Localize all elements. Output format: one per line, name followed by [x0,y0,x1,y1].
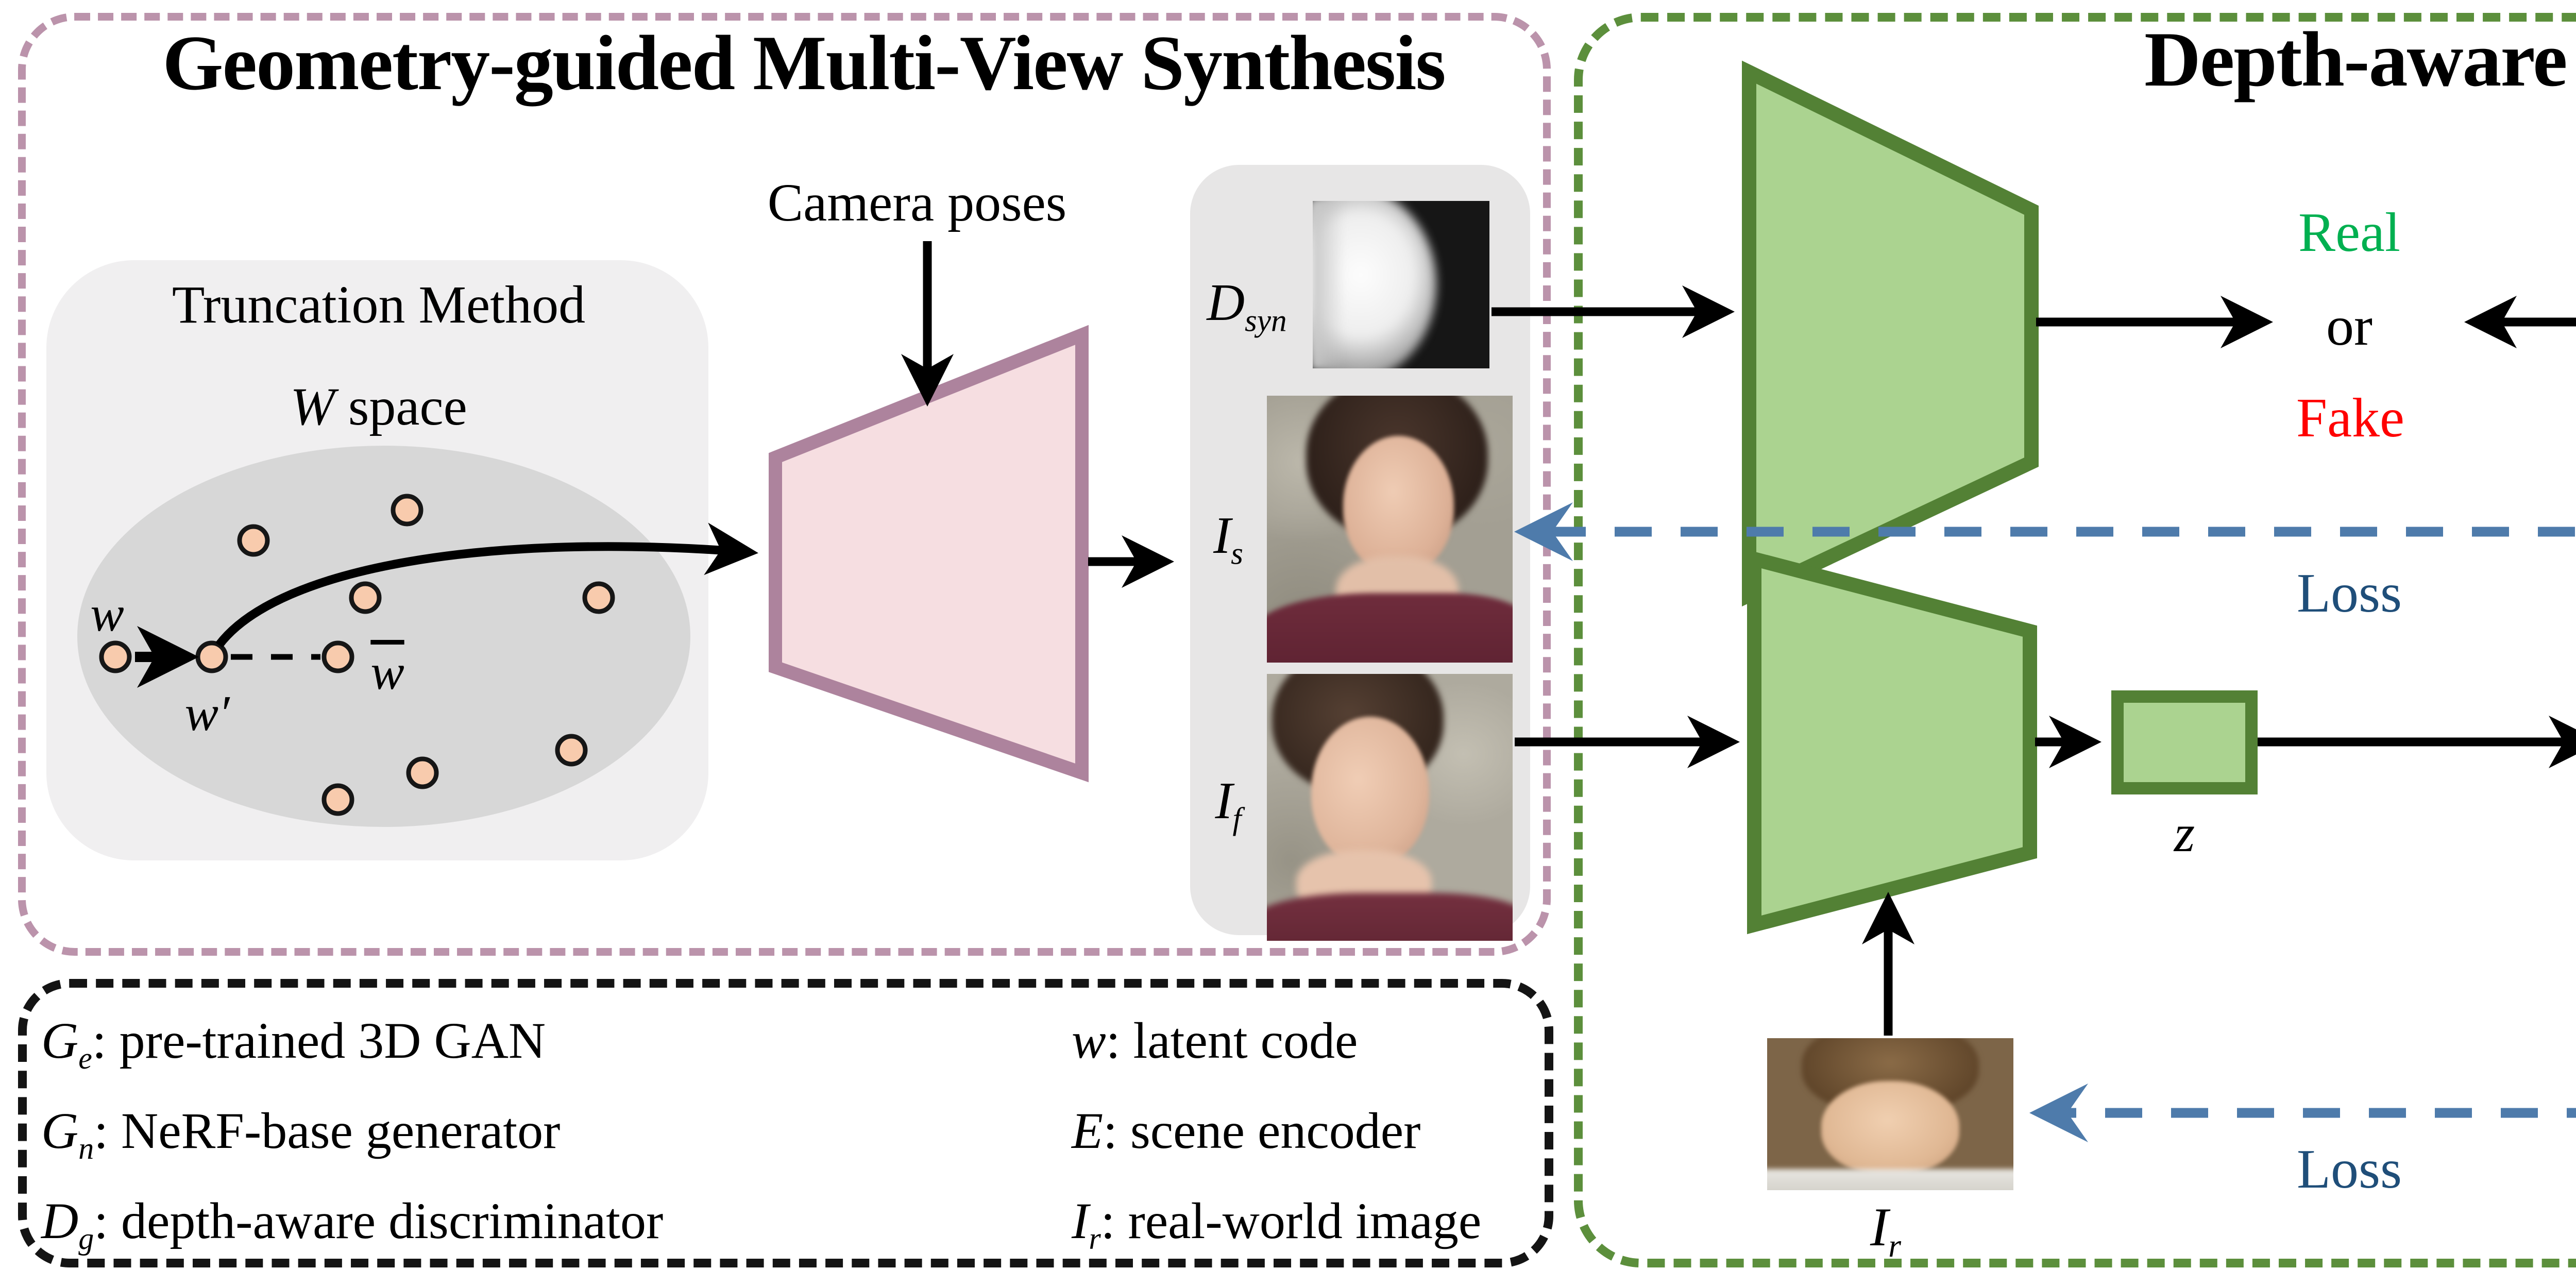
discriminator-left-label: Dg [1852,289,1917,366]
camera-poses-label: Camera poses [767,173,1067,232]
legend-panel [18,979,1553,1267]
i-s-label: Is [1213,506,1243,571]
right-panel-title: Depth-aware Training [2144,16,2576,103]
left-panel-title: Geometry-guided Multi-View Synthesis [162,20,1446,106]
i-f-photo [1267,674,1513,941]
w-space-ellipse [77,446,690,827]
z-label: z [2174,804,2195,863]
legend-item-w: w: latent code [1072,1012,1358,1069]
legend-item-e: E: scene encoder [1072,1102,1421,1159]
d-syn-label: Dsyn [1207,274,1287,339]
fake-label: Fake [2296,387,2404,449]
w-space-symbol: W [290,377,335,436]
legend-item-gn: Gn: NeRF-base generator [41,1102,561,1165]
multi-view-synthesis-panel [18,13,1551,956]
i-s-photo [1267,396,1513,663]
w-space-label: W space [290,380,467,434]
truncation-method-label: Truncation Method [172,275,586,334]
d-syn-depth-image [1313,201,1489,368]
w-label: w [90,586,124,642]
legend-item-dg: Dg: depth-aware discriminator [41,1192,664,1256]
i-r-label: Ir [1870,1197,1902,1264]
loss-bottom-label: Loss [2296,1139,2402,1200]
i-r-photo [1767,1038,2013,1190]
legend-item-ge: Ge: pre-trained 3D GAN [41,1012,546,1075]
or-label: or [2326,296,2372,357]
encoder-label: E [1868,703,1906,772]
w-bar-label: w [370,645,404,700]
depth-aware-training-panel [1574,13,2576,1267]
legend-item-ir: Ir: real-world image [1072,1192,1482,1256]
i-f-label: If [1215,772,1242,837]
w-space-text: space [334,377,467,436]
w-prime-label: w′ [184,686,230,741]
loss-top-label: Loss [2296,563,2402,624]
real-label: Real [2298,202,2400,263]
generator-ge-label: Ge [890,534,956,616]
